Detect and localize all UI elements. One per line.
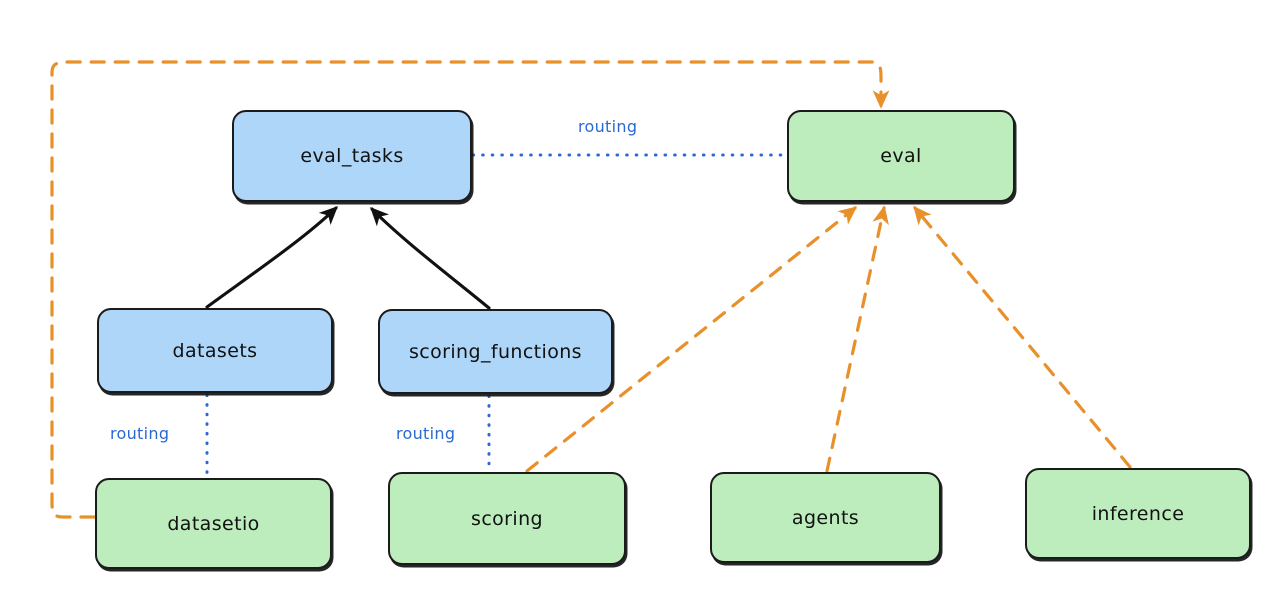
node-label: scoring: [471, 507, 543, 530]
node-label: inference: [1091, 502, 1185, 525]
node-datasetio[interactable]: datasetio: [95, 478, 332, 569]
node-label: scoring_functions: [409, 340, 582, 363]
edge-datasetio-to-eval: [50, 60, 890, 519]
edge-label-routing-scoring: routing: [396, 424, 456, 443]
node-agents[interactable]: agents: [710, 472, 941, 563]
node-scoring_functions[interactable]: scoring_functions: [378, 309, 613, 394]
edge-scoring_functions-to-eval_tasks: [370, 207, 491, 310]
node-eval_tasks[interactable]: eval_tasks: [232, 110, 472, 202]
node-label: agents: [791, 506, 860, 529]
node-label: eval_tasks: [300, 145, 404, 167]
node-label: eval: [880, 145, 922, 167]
node-label: datasets: [172, 339, 258, 362]
edge-inference-to-eval: [913, 205, 1132, 469]
node-datasets[interactable]: datasets: [97, 308, 333, 393]
edge-scoring-to-eval: [525, 206, 858, 473]
node-label: datasetio: [167, 512, 260, 535]
edge-label-routing-eval: routing: [578, 117, 638, 136]
node-eval[interactable]: eval: [787, 110, 1015, 202]
edge-datasets-to-eval_tasks: [205, 206, 338, 309]
node-inference[interactable]: inference: [1025, 468, 1251, 559]
edge-label-routing-datasets: routing: [110, 424, 170, 443]
node-scoring[interactable]: scoring: [388, 472, 626, 565]
edge-agents-to-eval: [825, 205, 889, 473]
